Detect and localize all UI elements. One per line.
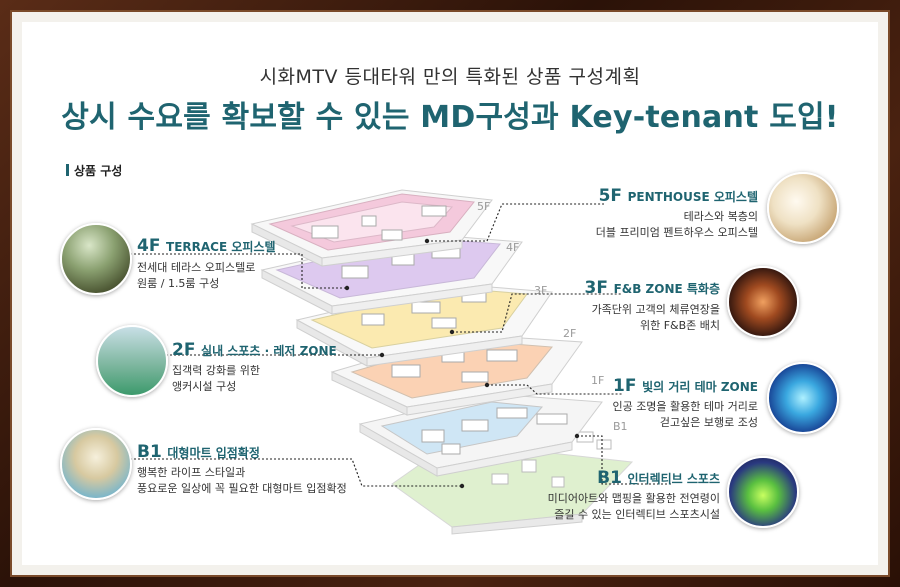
photo-light-street	[767, 362, 839, 434]
building-illustration	[130, 189, 672, 535]
floor-label-5f: 5F	[477, 200, 491, 213]
poster-canvas: 시화MTV 등대타워 만의 특화된 상품 구성계획 상시 수요를 확보할 수 있…	[22, 22, 878, 565]
title-b1-mart-name: 대형마트 입점확정	[167, 446, 260, 460]
desc-4f-line2: 원룸 / 1.5룸 구성	[137, 277, 220, 290]
title-b1-mart: B1 대형마트 입점확정	[137, 442, 260, 462]
floor-label-2f: 2F	[563, 327, 577, 340]
title-2f-floor: 2F	[172, 340, 196, 360]
desc-3f-line1: 가족단위 고객의 체류연장을	[591, 303, 720, 316]
desc-b1-sports: 미디어아트와 맵핑을 활용한 전연령이 즐길 수 있는 인터렉티브 스포츠시설	[548, 491, 720, 523]
desc-b1-mart: 행복한 라이프 스타일과 풍요로운 일상에 꼭 필요한 대형마트 입점확정	[137, 465, 347, 497]
desc-5f-line1: 테라스와 복층의	[683, 210, 758, 223]
section-label-text: 상품 구성	[74, 164, 123, 178]
title-1f-name: 빛의 거리 테마 ZONE	[642, 380, 758, 394]
title-4f-name: TERRACE 오피스텔	[166, 240, 276, 254]
title-1f-floor: 1F	[613, 376, 637, 396]
floor-4f-slab	[260, 233, 523, 315]
poster-headline: 상시 수요를 확보할 수 있는 MD구성과 Key-tenant 도입!	[61, 100, 839, 135]
floor-label-4f: 4F	[506, 241, 520, 254]
photo-interactive-sports	[727, 456, 799, 528]
photo-penthouse	[767, 172, 839, 244]
photo-fnb	[727, 266, 799, 338]
desc-3f-line2: 위한 F&B존 배치	[639, 319, 720, 332]
floor-label-1f: 1F	[591, 374, 605, 387]
poster-subtitle: 시화MTV 등대타워 만의 특화된 상품 구성계획	[259, 66, 641, 88]
desc-b1-sports-line1: 미디어아트와 맵핑을 활용한 전연령이	[547, 492, 720, 505]
desc-3f: 가족단위 고객의 체류연장을 위한 F&B존 배치	[592, 302, 720, 334]
desc-2f-line2: 앵커시설 구성	[172, 380, 237, 393]
desc-4f-line1: 전세대 테라스 오피스텔로	[137, 261, 256, 274]
desc-b1-sports-line2: 즐길 수 있는 인터렉티브 스포츠시설	[554, 508, 720, 521]
title-b1-mart-floor: B1	[137, 442, 162, 462]
section-label: 상품 구성	[66, 162, 122, 179]
desc-b1-mart-line2: 풍요로운 일상에 꼭 필요한 대형마트 입점확정	[137, 482, 347, 495]
title-5f: 5F PENTHOUSE 오피스텔	[599, 186, 758, 206]
leader-lines	[130, 203, 672, 487]
floor-label-b1: B1	[613, 420, 628, 433]
photo-sports	[96, 325, 168, 397]
title-b1-sports-name: 인터렉티브 스포츠	[627, 472, 721, 486]
title-5f-floor: 5F	[598, 186, 623, 206]
desc-4f: 전세대 테라스 오피스텔로 원룸 / 1.5룸 구성	[137, 260, 255, 292]
section-bar	[66, 164, 69, 176]
desc-5f: 테라스와 복층의 더블 프리미엄 펜트하우스 오피스텔	[596, 209, 758, 241]
leader-dots	[344, 238, 580, 489]
desc-2f: 집객력 강화를 위한 앵커시설 구성	[172, 363, 260, 395]
desc-5f-line2: 더블 프리미엄 펜트하우스 오피스텔	[595, 226, 758, 239]
desc-b1-mart-line1: 행복한 라이프 스타일과	[137, 466, 246, 479]
title-1f: 1F 빛의 거리 테마 ZONE	[613, 376, 758, 396]
title-5f-name: PENTHOUSE 오피스텔	[627, 190, 758, 204]
desc-1f: 인공 조명을 활용한 테마 거리로 걷고싶은 보행로 조성	[612, 399, 758, 431]
title-3f-name: F&B ZONE 특화층	[613, 282, 720, 296]
floor-2f-slab	[330, 333, 583, 416]
floor-3f-slab	[295, 283, 553, 367]
floor-label-3f: 3F	[534, 284, 548, 297]
desc-1f-line2: 걷고싶은 보행로 조성	[659, 416, 758, 429]
title-b1-sports-floor: B1	[597, 468, 622, 488]
photo-terrace	[60, 223, 132, 295]
title-3f-floor: 3F	[584, 278, 608, 298]
photo-mart	[60, 428, 132, 500]
title-2f-name: 실내 스포츠 · 레저 ZONE	[201, 344, 337, 358]
title-b1-sports: B1 인터렉티브 스포츠	[597, 468, 720, 488]
title-4f-floor: 4F	[137, 236, 161, 256]
desc-2f-line1: 집객력 강화를 위한	[172, 364, 260, 377]
title-2f: 2F 실내 스포츠 · 레저 ZONE	[172, 340, 337, 360]
title-4f: 4F TERRACE 오피스텔	[137, 236, 276, 256]
desc-1f-line1: 인공 조명을 활용한 테마 거리로	[612, 400, 758, 413]
title-3f: 3F F&B ZONE 특화층	[585, 278, 720, 298]
